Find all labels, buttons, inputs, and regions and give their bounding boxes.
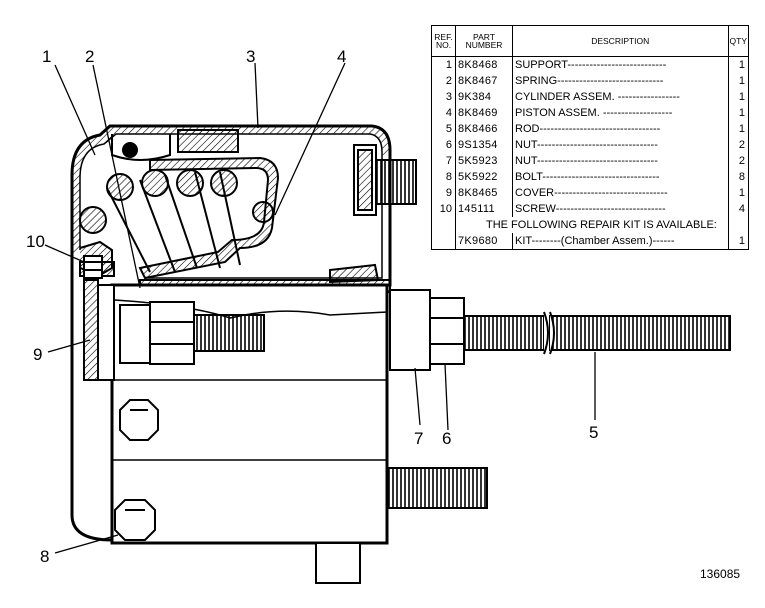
callout-7: 7 [414,429,423,448]
qty-cell: 1 [727,105,750,121]
repair-kit-note-row: THE FOLLOWING REPAIR KIT IS AVAILABLE: [431,217,750,233]
mounting-stud [315,467,488,584]
table-row: 6 9S1354 NUT----------------------------… [431,137,750,153]
callout-4: 4 [337,47,346,66]
qty-cell: 8 [727,169,750,185]
ref-cell [431,233,456,250]
description-cell: PISTON ASSEM. ------------------- [512,105,729,121]
table-row: 7 5K5923 NUT----------------------------… [431,153,750,169]
header-description: DESCRIPTION [512,25,729,57]
description-cell: NUT--------------------------------- [512,153,729,169]
description-cell: NUT--------------------------------- [512,137,729,153]
rod [119,289,731,371]
qty-cell: 2 [727,153,750,169]
part-number-cell: 145111 [455,201,513,217]
qty-cell: 1 [727,185,750,201]
ref-cell: 2 [431,73,456,89]
repair-kit-note: THE FOLLOWING REPAIR KIT IS AVAILABLE: [486,219,717,231]
description-cell: SPRING----------------------------- [512,73,729,89]
part-number-cell: 7K9680 [455,233,513,250]
support-body [70,255,389,545]
table-row: 2 8K8467 SPRING-------------------------… [431,73,750,89]
description-cell: SUPPORT--------------------------- [512,56,729,73]
callout-10: 10 [26,232,45,251]
parts-list-table: REF. NO. PART NUMBER DESCRIPTION QTY 1 8… [431,25,750,250]
side-flange [79,255,115,279]
description-cell: SCREW------------------------------ [512,201,729,217]
ref-cell: 3 [431,89,456,105]
part-number-cell: 5K5922 [455,169,513,185]
qty-cell: 1 [727,56,750,73]
description-cell: BOLT-------------------------------- [512,169,729,185]
ref-cell: 7 [431,153,456,169]
header-part-number: PART NUMBER [455,25,513,57]
table-row: 1 8K8468 SUPPORT------------------------… [431,56,750,73]
qty-cell: 1 [727,121,750,137]
table-row: 10 145111 SCREW-------------------------… [431,201,750,217]
table-row: 9 8K8465 COVER--------------------------… [431,185,750,201]
figure-number: 136085 [700,567,740,581]
description-cell: KIT--------(Chamber Assem.)------ [512,233,729,250]
callout-1: 1 [42,47,51,66]
parts-table-header: REF. NO. PART NUMBER DESCRIPTION QTY [431,25,750,57]
table-row: 5 8K8466 ROD----------------------------… [431,121,750,137]
qty-cell: 1 [727,89,750,105]
part-number-cell: 8K8465 [455,185,513,201]
ref-cell: 9 [431,185,456,201]
part-number-cell: 8K8468 [455,56,513,73]
cylinder-boss [111,129,239,161]
description-cell: ROD--------------------------------- [512,121,729,137]
table-row: 4 8K8469 PISTON ASSEM. -----------------… [431,105,750,121]
table-row: 3 9K384 CYLINDER ASSEM. ----------------… [431,89,750,105]
ref-cell: 8 [431,169,456,185]
callout-9: 9 [33,345,42,364]
table-row: 7K9680 KIT--------(Chamber Assem.)------… [431,233,750,250]
ref-cell: 1 [431,56,456,73]
qty-cell: 1 [727,73,750,89]
ref-cell [431,217,456,233]
part-number-cell: 8K8466 [455,121,513,137]
callout-6: 6 [442,429,451,448]
leader-lines [44,62,596,554]
callout-5: 5 [589,423,598,442]
callout-2: 2 [85,47,94,66]
breather-fitting [353,144,417,216]
callout-3: 3 [246,47,255,66]
header-qty: QTY [727,25,750,57]
qty-cell: 2 [727,137,750,153]
part-number-cell: 9S1354 [455,137,513,153]
ref-cell: 10 [431,201,456,217]
qty-cell [727,217,750,233]
part-number-cell: 8K8469 [455,105,513,121]
callout-8: 8 [40,547,49,566]
part-number-cell: 9K384 [455,89,513,105]
header-ref-no: REF. NO. [431,25,456,57]
description-cell: CYLINDER ASSEM. ----------------- [512,89,729,105]
part-number-cell: 5K5923 [455,153,513,169]
bolt [114,399,159,541]
qty-cell: 4 [727,201,750,217]
table-row: 8 5K5922 BOLT---------------------------… [431,169,750,185]
part-number-cell: 8K8467 [455,73,513,89]
ref-cell: 6 [431,137,456,153]
ref-cell: 4 [431,105,456,121]
cover [83,279,115,381]
qty-cell: 1 [727,233,750,250]
description-cell: COVER------------------------------- [512,185,729,201]
ref-cell: 5 [431,121,456,137]
